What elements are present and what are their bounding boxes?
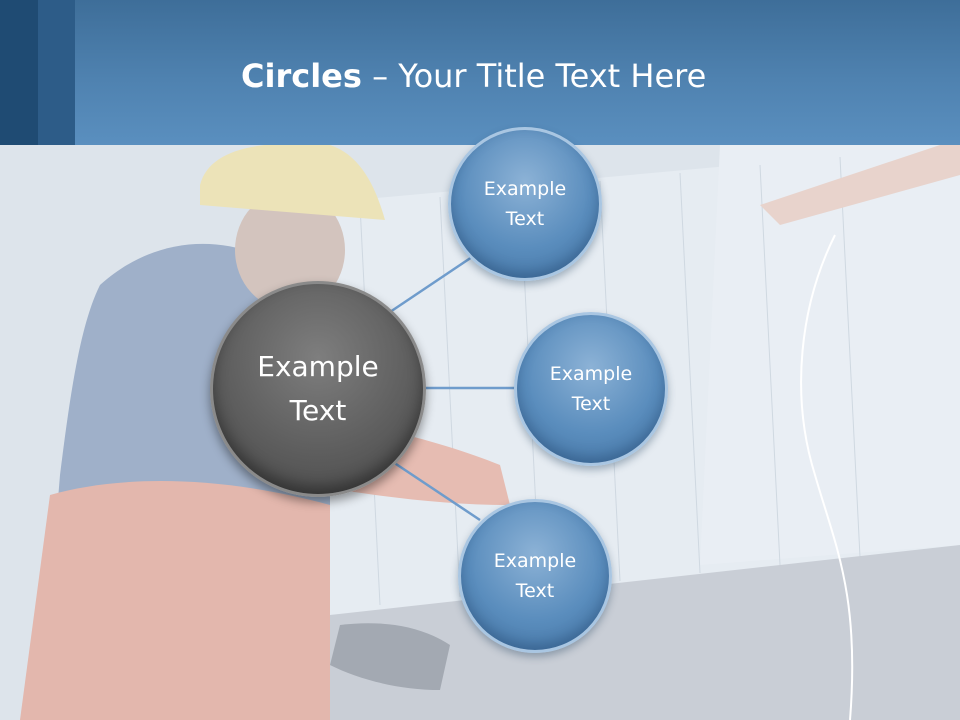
header-accent-stripe	[38, 0, 75, 145]
center-circle[interactable]: Example Text	[210, 281, 426, 497]
outer-circle-label: Example Text	[483, 178, 567, 230]
outer-circle-bottom[interactable]: Example Text	[458, 499, 612, 653]
title-regular-part: – Your Title Text Here	[361, 57, 707, 95]
title-bar: Circles – Your Title Text Here	[0, 0, 960, 145]
header-accent-stripe	[0, 0, 38, 145]
outer-circle-top[interactable]: Example Text	[448, 127, 602, 281]
slide-title[interactable]: Circles – Your Title Text Here	[241, 52, 706, 100]
connector-line	[389, 253, 476, 314]
outer-circle-middle[interactable]: Example Text	[514, 312, 668, 466]
outer-circle-label: Example Text	[549, 363, 633, 415]
title-bold-part: Circles	[241, 57, 362, 95]
center-circle-label: Example Text	[257, 350, 379, 427]
outer-circle-label: Example Text	[493, 550, 577, 602]
connector-line	[392, 460, 481, 522]
